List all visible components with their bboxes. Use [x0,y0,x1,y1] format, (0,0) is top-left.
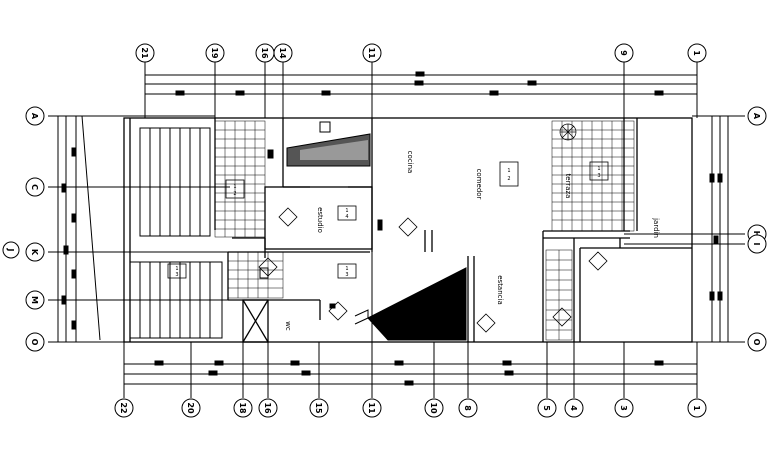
axis-bubble: M [25,290,45,310]
svg-text:20: 20 [186,402,195,414]
room-label-cocina: cocina [406,151,414,174]
svg-text:A: A [752,113,761,120]
svg-text:14: 14 [278,47,287,59]
svg-text:4: 4 [569,405,578,411]
svg-text:I: I [752,243,761,246]
svg-text:18: 18 [238,402,247,414]
axis-bubble: A [747,106,767,126]
level-diamonds [258,207,608,333]
svg-text:3: 3 [175,272,178,278]
left-dimension-lines [48,115,230,343]
axis-bubble: C [25,177,45,197]
svg-text:J: J [6,248,15,252]
axis-bubble: 1 [687,398,707,418]
svg-text:1: 1 [175,266,178,272]
svg-text:4: 4 [345,214,348,220]
room-label-comedor: comedor [475,169,483,200]
axis-bubble: 1 [687,43,707,63]
svg-text:11: 11 [367,47,376,59]
axis-bubble: O [25,332,45,352]
axis-bubble: K [25,242,45,262]
top-dimension-lines [144,62,698,118]
axis-bubble: 14 [273,43,293,63]
svg-text:2: 2 [507,176,510,182]
room-label-wc: wc [284,321,292,331]
top-axis-bubbles: 21 19 16 14 11 9 1 [135,43,707,63]
room-label-jardin: jardin [652,217,660,238]
axis-bubble: 11 [362,43,382,63]
right-axis-bubbles: A H I O [747,106,767,352]
tiled-floor-middle [227,251,284,299]
axis-bubble: A [25,106,45,126]
svg-text:9: 9 [619,50,628,56]
room-label-estancia: estancia [496,275,504,305]
svg-text:1: 1 [692,405,701,411]
svg-text:2: 2 [233,191,236,197]
tiled-floor-left [214,120,266,238]
svg-text:K: K [30,249,39,256]
axis-bubble: 16 [255,43,275,63]
tiled-floor-terrace [551,120,635,232]
svg-text:A: A [30,113,39,120]
axis-bubble: J [2,241,20,259]
svg-text:8: 8 [463,405,472,411]
axis-bubble: 22 [114,398,134,418]
axis-bubble: 9 [614,43,634,63]
bottom-dimension-lines [123,342,698,398]
axis-bubble: I [747,234,767,254]
axis-bubble: 19 [205,43,225,63]
axis-bubble: 20 [181,398,201,418]
svg-text:16: 16 [263,402,272,414]
room-label-estudio: estudio [316,207,324,233]
svg-text:1: 1 [345,266,348,272]
svg-text:1: 1 [345,208,348,214]
axis-bubble: 16 [258,398,278,418]
axis-bubble: 21 [135,43,155,63]
svg-text:16: 16 [260,47,269,59]
svg-text:15: 15 [314,402,323,414]
svg-text:5: 5 [542,405,551,411]
gravel-planter [286,121,371,167]
stair-void [354,267,467,341]
room-label-terraza: terraza [564,174,572,199]
svg-text:O: O [30,339,39,346]
tag-texts: 1 2 1 4 1 3 1 3 1 2 1 3 [175,166,600,278]
axis-bubble: O [747,332,767,352]
section-tags [167,161,609,279]
tiled-floor-strip [545,249,573,341]
axis-bubble: 11 [362,398,382,418]
svg-text:3: 3 [619,405,628,411]
svg-text:H: H [752,231,761,238]
svg-text:19: 19 [210,47,219,59]
svg-text:1: 1 [597,166,600,172]
room-labels: cocina comedor terraza estudio jardin es… [284,151,660,331]
axis-bubble: 8 [458,398,478,418]
stairs-upper [139,127,211,237]
svg-text:1: 1 [692,50,701,56]
svg-text:3: 3 [345,272,348,278]
axis-bubble: 3 [614,398,634,418]
svg-text:11: 11 [367,402,376,414]
plant-icon [559,123,577,141]
axis-bubble: 5 [537,398,557,418]
axis-bubble: 4 [564,398,584,418]
axis-bubble: 18 [233,398,253,418]
left-axis-bubbles: A C K M O J [2,106,45,352]
svg-text:21: 21 [140,47,149,59]
svg-text:22: 22 [119,402,128,413]
svg-text:10: 10 [429,402,438,414]
svg-text:O: O [752,339,761,346]
bottom-axis-bubbles: 22 20 18 16 15 11 10 8 5 4 3 1 [114,398,707,418]
right-dimension-lines [624,115,745,343]
svg-text:3: 3 [597,173,600,179]
svg-text:M: M [30,296,39,304]
axis-bubble: 15 [309,398,329,418]
svg-text:1: 1 [233,184,236,190]
svg-text:1: 1 [507,168,510,174]
axis-bubble: 10 [424,398,444,418]
stairs-lower [129,261,223,339]
svg-text:C: C [30,184,39,190]
